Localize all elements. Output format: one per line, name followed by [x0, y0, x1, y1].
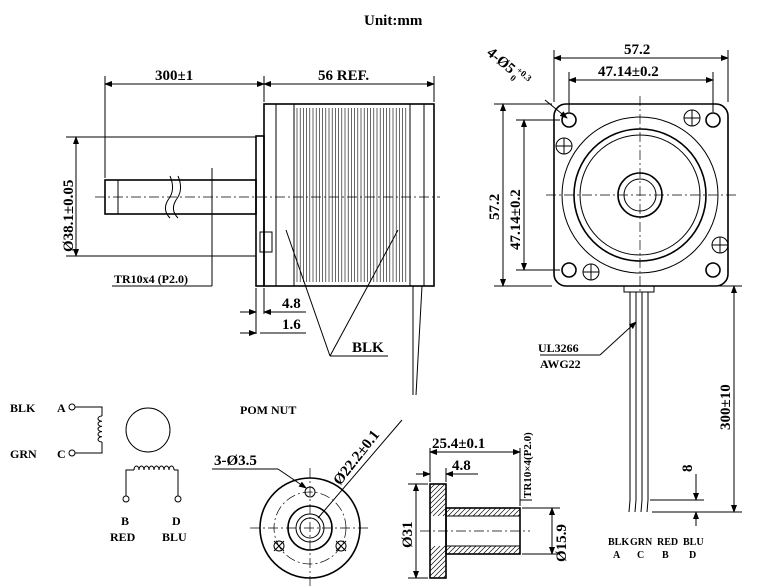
nut-outer-dia: Ø31 — [400, 521, 416, 548]
screw-heads — [555, 109, 729, 281]
dim-height: 57.2 — [487, 194, 503, 220]
conn-label-3: RED — [657, 537, 678, 548]
dim-cable-length: 300±10 — [718, 384, 734, 430]
conn-pin-4: D — [689, 550, 696, 561]
dim-pilot: 1.6 — [282, 317, 301, 333]
nut-length: 25.4±0.1 — [432, 436, 485, 452]
connector-legend: BLK GRN RED BLU A C B D — [608, 537, 704, 561]
dim-width: 57.2 — [624, 42, 650, 58]
nut-holes: 3-Ø3.5 — [214, 453, 257, 469]
lead-b-color: RED — [110, 530, 136, 544]
conn-pin-2: C — [637, 550, 644, 561]
lead-c-label: C — [57, 447, 66, 461]
nut-flange-thick: 4.8 — [452, 458, 471, 474]
wiring-diagram: BLK A GRN C B RED D BLU — [10, 401, 187, 544]
rear-endcap — [409, 103, 425, 287]
lead-d-label: D — [172, 514, 181, 528]
nut-thread: TR10×4(P2.0) — [522, 432, 534, 498]
flange-plate — [255, 135, 265, 287]
lead-b-label: B — [121, 514, 129, 528]
cable-gauge: AWG22 — [540, 357, 581, 371]
dim-shaft-length: 300±1 — [155, 68, 193, 84]
dim-strip-length: 8 — [680, 465, 696, 473]
nut-side-view: 25.4±0.1 4.8 TR10×4(P2.0) Ø31 Ø15.9 — [400, 432, 570, 579]
dim-flange-thick: 4.8 — [282, 296, 301, 312]
thread-label: TR10x4 (P2.0) — [114, 272, 188, 286]
motor-body — [263, 103, 435, 287]
conn-label-2: GRN — [630, 537, 653, 548]
lead-a-color: BLK — [10, 401, 36, 415]
cable-wires — [628, 292, 649, 513]
cable-type: UL3266 — [538, 341, 579, 355]
section-hatch — [429, 483, 521, 579]
coil-horizontal — [133, 465, 175, 471]
lead-c-color: GRN — [10, 447, 37, 461]
conn-pin-3: B — [662, 550, 669, 561]
nut-body-dia: Ø15.9 — [554, 524, 570, 562]
conn-label-4: BLU — [683, 537, 704, 548]
lead-d-color: BLU — [162, 530, 187, 544]
wire-color-label: BLK — [352, 340, 384, 356]
mounting-holes — [561, 112, 721, 278]
nut-title: POM NUT — [240, 403, 296, 417]
hole-spec: 4-Ø5 — [483, 45, 518, 78]
cooling-fins — [296, 108, 407, 282]
conn-pin-1: A — [613, 550, 621, 561]
conn-label-1: BLK — [608, 537, 629, 548]
nut-pcd: Ø22.2±0.1 — [331, 427, 384, 488]
coil-vertical — [97, 415, 103, 443]
dim-hole-spacing-y: 47.14±0.2 — [508, 189, 524, 250]
side-view: 300±1 56 REF. Ø38.1±0.05 TR10x4 (P2.0) 4… — [61, 68, 440, 396]
lead-a-label: A — [57, 401, 66, 415]
hole-callout: 4-Ø5 +0.3 0 — [483, 45, 534, 84]
nut-front-view: POM NUT 3-Ø3.5 Ø22.2±0.1 — [212, 403, 403, 588]
dim-hole-spacing-x: 47.14±0.2 — [598, 64, 659, 80]
unit-label: Unit:mm — [364, 13, 423, 29]
dim-shaft-dia: Ø38.1±0.05 — [61, 180, 77, 252]
flange-screw — [259, 231, 273, 253]
dim-body-length: 56 REF. — [318, 68, 369, 84]
front-endcap — [275, 103, 295, 287]
hole-tol-lower: 0 — [508, 73, 518, 84]
break-mark — [164, 175, 174, 219]
rotor-symbol — [125, 407, 171, 453]
